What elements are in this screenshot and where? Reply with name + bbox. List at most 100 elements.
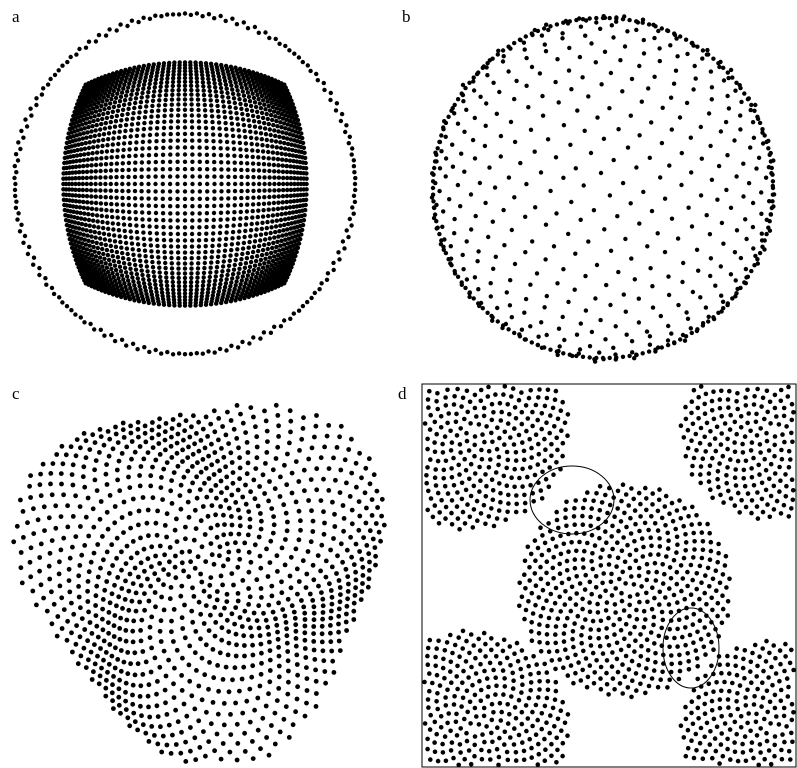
center-cluster-point xyxy=(653,651,658,656)
spiral-point xyxy=(337,434,342,439)
rim-point xyxy=(446,257,450,261)
lattice-point xyxy=(99,242,103,246)
spiral-point xyxy=(268,539,273,544)
spiral-point xyxy=(301,426,306,431)
corner-cluster-point xyxy=(520,422,525,427)
spiral-point xyxy=(367,456,372,461)
rim-point xyxy=(506,45,510,49)
rim-point xyxy=(690,41,694,45)
lattice-point xyxy=(217,126,221,130)
lattice-point xyxy=(262,121,266,125)
center-cluster-point xyxy=(560,581,565,586)
sphere-point xyxy=(543,257,547,261)
lattice-point xyxy=(116,148,120,152)
lattice-point xyxy=(195,84,199,88)
lattice-point xyxy=(234,84,238,88)
lattice-point xyxy=(251,250,255,254)
spiral-point xyxy=(139,583,144,588)
center-cluster-point xyxy=(533,571,538,576)
corner-cluster-point xyxy=(708,429,713,434)
spiral-point xyxy=(276,637,281,642)
spiral-point xyxy=(241,633,246,638)
center-cluster-point xyxy=(623,581,628,586)
lattice-point xyxy=(251,189,255,193)
center-cluster-point xyxy=(675,570,680,575)
rim-point xyxy=(92,327,96,331)
sphere-point xyxy=(508,278,512,282)
lattice-point xyxy=(211,231,215,235)
corner-cluster-point xyxy=(758,426,763,431)
rim-point xyxy=(262,330,266,334)
spiral-point xyxy=(107,642,112,647)
spiral-point xyxy=(163,688,168,693)
spiral-point xyxy=(236,599,241,604)
rim-point xyxy=(530,340,534,344)
center-cluster-point xyxy=(609,572,614,577)
lattice-point xyxy=(114,245,118,249)
spiral-point xyxy=(191,413,196,418)
center-cluster-point xyxy=(607,554,612,559)
sphere-point xyxy=(733,89,737,93)
lattice-point xyxy=(248,234,252,238)
lattice-point xyxy=(255,254,259,258)
center-cluster-point xyxy=(603,529,608,534)
spiral-point xyxy=(94,584,99,589)
lattice-point xyxy=(304,166,308,170)
spiral-point xyxy=(185,455,190,460)
corner-cluster-point xyxy=(713,436,718,441)
lattice-point xyxy=(190,132,194,136)
spiral-point xyxy=(367,568,372,573)
spiral-point xyxy=(76,573,81,578)
spiral-point xyxy=(235,741,240,746)
lattice-point xyxy=(199,303,203,307)
rim-point xyxy=(34,103,38,107)
lattice-point xyxy=(269,231,273,235)
rim-point xyxy=(770,173,774,177)
spiral-point xyxy=(142,591,147,596)
lattice-point xyxy=(239,189,243,193)
spiral-point xyxy=(55,634,60,639)
lattice-point xyxy=(204,139,208,143)
spiral-point xyxy=(247,687,252,692)
corner-cluster-point xyxy=(443,395,448,400)
spiral-point xyxy=(337,578,342,583)
center-cluster-point xyxy=(681,524,686,529)
center-cluster-point xyxy=(580,625,585,630)
center-cluster-point xyxy=(615,657,620,662)
lattice-point xyxy=(229,83,233,87)
center-cluster-point xyxy=(660,610,665,615)
lattice-point xyxy=(196,108,200,112)
lattice-point xyxy=(115,92,119,96)
spiral-point xyxy=(169,629,174,634)
center-cluster-point xyxy=(691,531,696,536)
spiral-point xyxy=(294,629,299,634)
lattice-point xyxy=(251,175,255,179)
lattice-point xyxy=(123,129,127,133)
sphere-point xyxy=(630,77,634,81)
lattice-point xyxy=(84,228,88,232)
corner-cluster-point xyxy=(549,454,554,459)
spiral-point xyxy=(117,678,122,683)
spiral-point xyxy=(155,509,160,514)
spiral-point xyxy=(163,523,168,528)
lattice-point xyxy=(121,216,125,220)
center-cluster-point xyxy=(652,615,657,620)
corner-cluster-point xyxy=(426,397,431,402)
sphere-point xyxy=(650,209,654,213)
center-cluster-point xyxy=(598,594,603,599)
lattice-point xyxy=(109,202,113,206)
sphere-point xyxy=(497,90,501,94)
lattice-point xyxy=(127,210,131,214)
lattice-point xyxy=(148,282,152,286)
spiral-point xyxy=(74,453,79,458)
center-cluster-point xyxy=(540,553,545,558)
spiral-point xyxy=(367,576,372,581)
spiral-point xyxy=(348,535,353,540)
lattice-point xyxy=(82,152,86,156)
lattice-point xyxy=(210,250,214,254)
spiral-point xyxy=(175,539,180,544)
corner-cluster-point xyxy=(484,484,489,489)
lattice-point xyxy=(277,188,281,192)
sphere-point xyxy=(507,175,511,179)
lattice-point xyxy=(268,108,272,112)
